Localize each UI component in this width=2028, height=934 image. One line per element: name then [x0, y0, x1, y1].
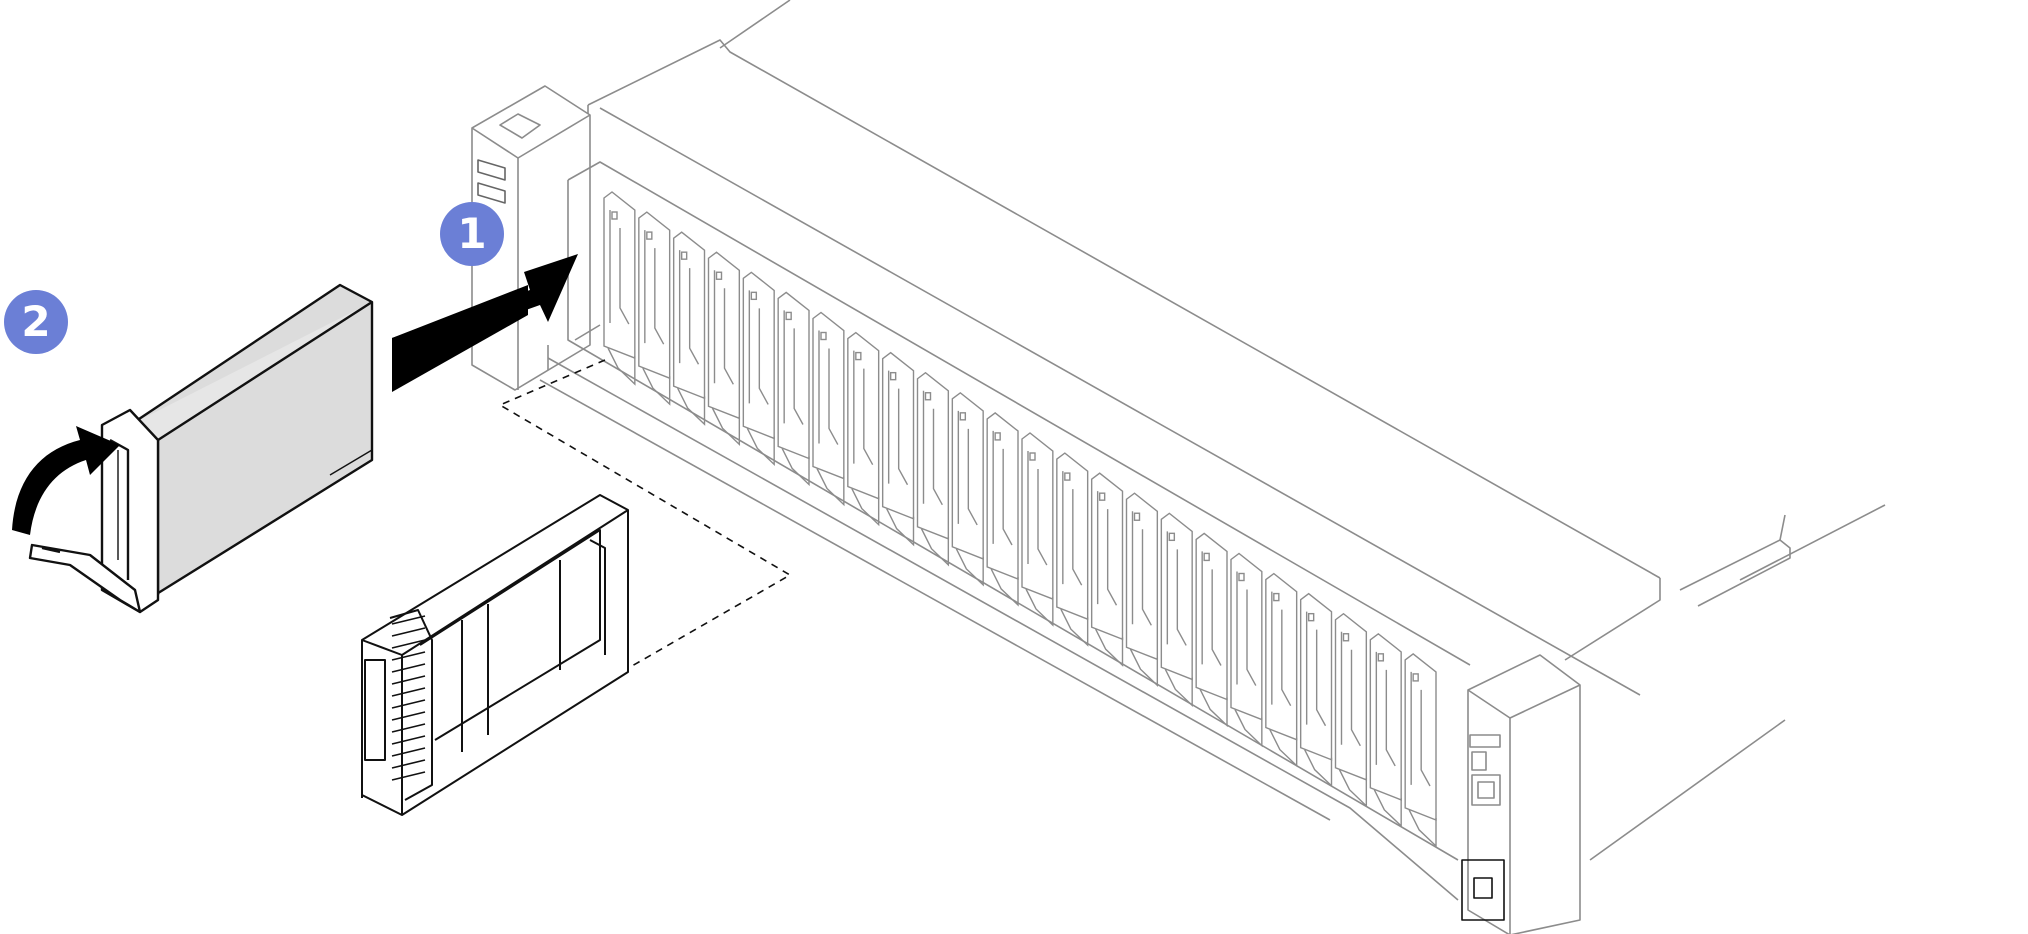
filler-rib: [391, 711, 426, 721]
filler-rib: [391, 663, 426, 673]
filler-rib: [391, 747, 426, 757]
drive-bay: [707, 251, 741, 446]
drive-bay: [1265, 572, 1298, 768]
drive-bay: [916, 371, 950, 567]
drive-icon: [28, 283, 374, 614]
drive-bay: [672, 231, 706, 426]
callout-1-icon: 1: [440, 202, 504, 266]
drive-bay: [742, 271, 775, 467]
drive-bay: [881, 351, 915, 547]
filler-rib: [391, 639, 426, 649]
drive-bay: [1056, 452, 1089, 647]
drive-bay: [847, 331, 880, 527]
drive-bay: [1334, 612, 1368, 808]
filler-rib: [391, 615, 426, 625]
drive-bay: [777, 291, 810, 487]
drive-bay: [638, 211, 671, 406]
filler-rib: [391, 723, 426, 733]
drive-bay: [603, 191, 636, 386]
drive-bays: [603, 191, 1437, 848]
filler-rib: [391, 651, 426, 661]
drive-bay: [1160, 512, 1193, 708]
guide-lines: [498, 359, 792, 671]
drive-bay: [951, 391, 984, 587]
arrow-curved-icon: [12, 426, 120, 535]
arrow-right-body: [392, 285, 528, 392]
filler-ribs: [391, 615, 426, 781]
filler-rib: [391, 735, 426, 745]
drive-bay: [1404, 653, 1437, 848]
drive-bay: [812, 311, 845, 507]
drive-bay: [1230, 552, 1263, 748]
drive-bay: [1090, 472, 1124, 667]
filler-rib: [391, 627, 426, 637]
drive-bay: [1125, 492, 1159, 687]
drive-bay: [1369, 632, 1402, 828]
filler-icon: [361, 494, 629, 816]
filler-rib: [391, 699, 426, 709]
drive-bay: [1299, 592, 1333, 788]
drive-bay: [1021, 432, 1054, 627]
filler-rib: [391, 675, 426, 685]
drive-bay: [1195, 532, 1228, 728]
filler-rib: [391, 687, 426, 697]
filler-rib: [391, 771, 426, 781]
filler-rib: [391, 759, 426, 769]
drive-bay: [986, 412, 1019, 607]
server-chassis-icon: [471, 0, 1886, 934]
callout-2-icon: 2: [4, 290, 68, 354]
